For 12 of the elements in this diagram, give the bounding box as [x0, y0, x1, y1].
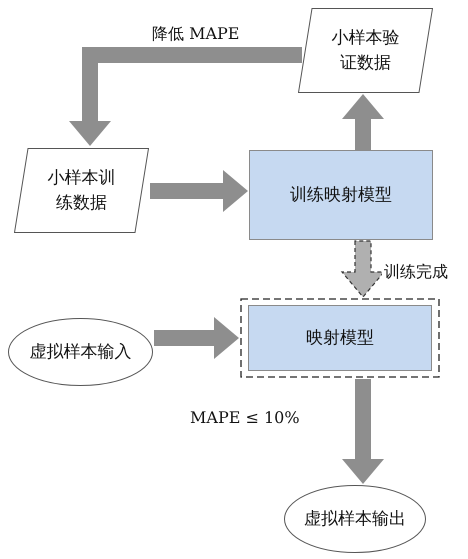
- input-ellipse: 虚拟样本输入: [8, 318, 153, 386]
- process-box: 训练映射模型: [249, 150, 433, 240]
- block-arrow: [150, 170, 248, 212]
- output-ellipse: 虚拟样本输出: [284, 485, 426, 553]
- process-box: 映射模型: [248, 305, 432, 371]
- block-arrow: [342, 379, 384, 484]
- dashed-frame: [240, 298, 440, 378]
- block-arrow: [69, 47, 302, 146]
- block-arrow: [342, 94, 384, 150]
- data-parallelogram: 小样本训练数据: [14, 148, 149, 233]
- block-arrow: [154, 317, 239, 359]
- data-parallelogram: 小样本验证数据: [298, 8, 433, 93]
